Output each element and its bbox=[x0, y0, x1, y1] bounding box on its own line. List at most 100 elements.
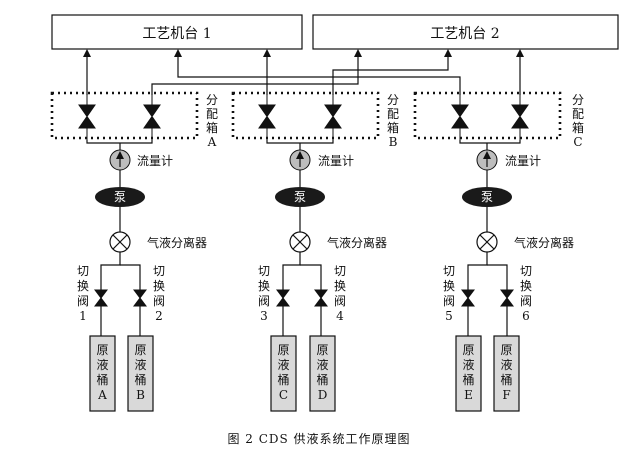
svg-text:4: 4 bbox=[336, 309, 344, 323]
svg-text:原: 原 bbox=[500, 343, 512, 357]
valve-5-label: 切 换 阀 5 bbox=[443, 264, 455, 323]
separator-2-icon bbox=[289, 231, 311, 253]
svg-text:液: 液 bbox=[96, 357, 108, 372]
svg-text:桶: 桶 bbox=[500, 372, 512, 387]
box-valves bbox=[78, 95, 529, 140]
svg-text:A: A bbox=[97, 388, 107, 402]
svg-text:桶: 桶 bbox=[96, 372, 108, 387]
switching-valves bbox=[94, 289, 514, 307]
svg-text:阀: 阀 bbox=[77, 294, 89, 308]
switching-valve-labels: 切 换 阀 1 切 换 阀 2 切 换 阀 3 切 换 阀 4 切 换 阀 5 bbox=[77, 264, 532, 323]
svg-text:切: 切 bbox=[443, 264, 455, 278]
svg-text:液: 液 bbox=[316, 357, 328, 372]
supply-unit-3: 流量计 泵 气液分离器 bbox=[462, 149, 574, 336]
process-machine-1: 工艺机台 1 bbox=[51, 14, 303, 50]
svg-text:桶: 桶 bbox=[462, 372, 474, 387]
raw-liquid-barrels: 原 液 桶 A 原 液 桶 B 原 液 桶 C 原 液 桶 D 原 bbox=[89, 335, 520, 412]
box-b-valve-1-icon bbox=[258, 104, 276, 140]
svg-text:原: 原 bbox=[462, 343, 474, 357]
machine-1-label: 工艺机台 1 bbox=[142, 26, 211, 42]
svg-text:换: 换 bbox=[334, 279, 346, 293]
separator-2-label: 气液分离器 bbox=[327, 235, 387, 250]
svg-text:桶: 桶 bbox=[277, 372, 289, 387]
svg-text:切: 切 bbox=[258, 264, 270, 278]
switch-valve-3-icon bbox=[276, 289, 290, 307]
svg-text:换: 换 bbox=[258, 279, 270, 293]
svg-text:C: C bbox=[279, 388, 288, 402]
pump-1-icon bbox=[95, 187, 145, 207]
valve-6-label: 切 换 阀 6 bbox=[520, 264, 532, 323]
svg-text:换: 换 bbox=[153, 279, 165, 293]
svg-text:2: 2 bbox=[155, 309, 163, 323]
pump-2-label: 泵 bbox=[294, 190, 306, 204]
distribution-box-c: 分 配 箱 C bbox=[413, 91, 584, 149]
svg-text:E: E bbox=[464, 388, 473, 402]
barrel-a: 原 液 桶 A bbox=[89, 335, 116, 412]
separator-1-icon bbox=[109, 231, 131, 253]
svg-text:6: 6 bbox=[522, 309, 530, 323]
pump-1-label: 泵 bbox=[114, 190, 126, 204]
svg-text:换: 换 bbox=[443, 279, 455, 293]
valve-3-label: 切 换 阀 3 bbox=[258, 264, 270, 323]
box-c-label-3: 箱 bbox=[572, 120, 584, 135]
box-a-label-4: A bbox=[207, 135, 217, 149]
svg-text:液: 液 bbox=[277, 357, 289, 372]
svg-text:3: 3 bbox=[260, 309, 268, 323]
svg-text:换: 换 bbox=[77, 279, 89, 293]
box-a-valve-2-icon bbox=[143, 104, 161, 140]
box-c-label-2: 配 bbox=[572, 107, 584, 121]
valve-2-label: 切 换 阀 2 bbox=[153, 264, 165, 323]
separator-3-label: 气液分离器 bbox=[514, 235, 574, 250]
barrel-e: 原 液 桶 E bbox=[455, 335, 482, 412]
distribution-box-a: 分 配 箱 A bbox=[50, 91, 218, 149]
supply-unit-2: 流量计 泵 气液分离器 bbox=[275, 149, 387, 336]
svg-text:阀: 阀 bbox=[258, 294, 270, 308]
svg-text:F: F bbox=[502, 388, 510, 402]
box-a-label-2: 配 bbox=[206, 107, 218, 121]
svg-text:液: 液 bbox=[462, 357, 474, 372]
svg-text:B: B bbox=[136, 388, 145, 402]
box-b-label-3: 箱 bbox=[387, 120, 399, 135]
svg-text:阀: 阀 bbox=[334, 294, 346, 308]
switch-valve-5-icon bbox=[461, 289, 475, 307]
barrel-b: 原 液 桶 B bbox=[127, 335, 154, 412]
box-c-label-1: 分 bbox=[572, 93, 584, 107]
svg-text:原: 原 bbox=[134, 343, 146, 357]
box-manifolds bbox=[86, 140, 521, 150]
box-a-valve-1-icon bbox=[78, 104, 96, 140]
box-c-valve-1-icon bbox=[451, 104, 469, 140]
box-b-label-2: 配 bbox=[387, 107, 399, 121]
separator-1-label: 气液分离器 bbox=[147, 235, 207, 250]
svg-text:切: 切 bbox=[153, 264, 165, 278]
svg-text:液: 液 bbox=[134, 357, 146, 372]
process-machine-2: 工艺机台 2 bbox=[312, 14, 619, 50]
svg-text:切: 切 bbox=[520, 264, 532, 278]
machine-2-label: 工艺机台 2 bbox=[430, 26, 499, 42]
flowmeter-2-label: 流量计 bbox=[318, 154, 354, 168]
svg-text:切: 切 bbox=[334, 264, 346, 278]
barrel-f: 原 液 桶 F bbox=[493, 335, 520, 412]
box-c-valve-2-icon bbox=[511, 104, 529, 140]
supply-unit-1: 流量计 泵 气液分离器 bbox=[95, 149, 207, 336]
figure-caption: 图 2 CDS 供液系统工作原理图 bbox=[227, 431, 410, 446]
box-a-label-1: 分 bbox=[206, 93, 218, 107]
svg-text:1: 1 bbox=[79, 309, 87, 323]
svg-text:桶: 桶 bbox=[134, 372, 146, 387]
box-c-label-4: C bbox=[573, 135, 582, 149]
svg-text:原: 原 bbox=[96, 343, 108, 357]
pump-3-icon bbox=[462, 187, 512, 207]
svg-text:阀: 阀 bbox=[520, 294, 532, 308]
distribution-pipes bbox=[83, 49, 524, 95]
svg-text:原: 原 bbox=[316, 343, 328, 357]
pump-2-icon bbox=[275, 187, 325, 207]
svg-text:桶: 桶 bbox=[316, 372, 328, 387]
svg-text:阀: 阀 bbox=[153, 294, 165, 308]
flowmeter-3-label: 流量计 bbox=[505, 154, 541, 168]
switch-valve-2-icon bbox=[133, 289, 147, 307]
svg-text:原: 原 bbox=[277, 343, 289, 357]
svg-text:切: 切 bbox=[77, 264, 89, 278]
svg-text:阀: 阀 bbox=[443, 294, 455, 308]
flowmeter-1-label: 流量计 bbox=[137, 154, 173, 168]
switch-valve-6-icon bbox=[500, 289, 514, 307]
